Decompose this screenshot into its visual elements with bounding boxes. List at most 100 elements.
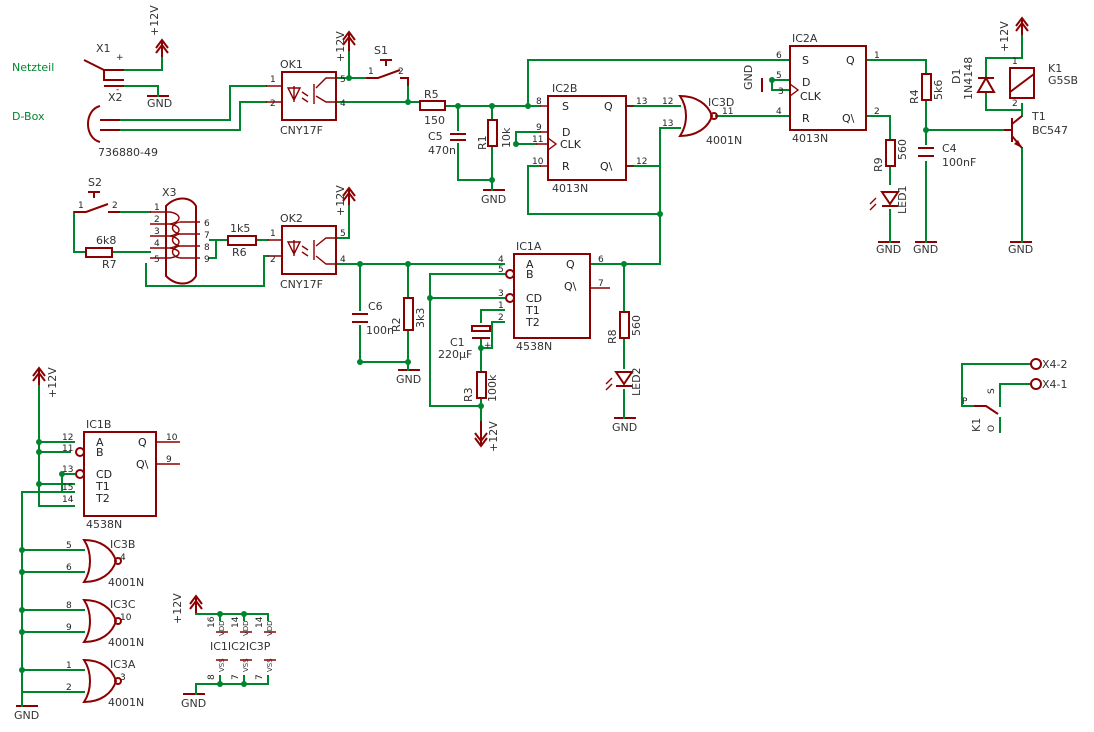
capacitor-c5: C5 470n [428,130,466,157]
svg-text:R8: R8 [606,329,619,344]
svg-text:4001N: 4001N [108,576,144,589]
power-pins-block: 16 14 14 VDD VDD VDD IC1IC2IC3P 8 7 7 VS… [207,616,276,680]
svg-text:IC3C: IC3C [110,598,136,611]
svg-text:2: 2 [270,99,276,109]
svg-text:5k6: 5k6 [932,80,945,100]
svg-text:K1: K1 [970,418,983,432]
svg-text:100n: 100n [366,324,394,337]
led-led1: LED1 [869,185,909,214]
connector-x1: X1 + - [83,42,124,95]
optocoupler-ok2: OK2 CNY17F 1 2 5 4 [268,212,346,291]
resistor-r9: R9 560 [872,139,909,172]
svg-text:K1: K1 [1048,62,1062,75]
svg-text:3: 3 [778,87,784,97]
svg-text:4001N: 4001N [108,696,144,709]
svg-text:T1: T1 [95,480,110,493]
resistor-r3: R3 100k [462,371,499,402]
svg-text:S: S [562,100,569,113]
vcc-arrow-k1: +12V [998,16,1029,52]
svg-text:Q\: Q\ [600,160,613,173]
vcc-label: +12V [334,31,347,62]
vcc-arrow-left: +12V [32,366,59,398]
svg-text:X3: X3 [162,186,177,199]
nor-gate-ic3b: IC3B 4001N 5 6 4 [66,538,144,589]
svg-text:5: 5 [154,255,160,265]
flipflop-ic2b: IC2B 4013N S D CLK R Q Q\ 8 9 11 10 13 1… [532,82,647,195]
svg-text:2: 2 [398,67,404,77]
relay-contact-k1: X4-2 X4-1 P S O K1 [962,358,1068,432]
vcc-arrow-x1: +12V [148,5,169,58]
svg-text:4: 4 [120,553,126,563]
svg-text:6k8: 6k8 [96,234,116,247]
svg-text:R: R [562,160,570,173]
svg-text:R2: R2 [390,317,403,332]
svg-text:2: 2 [270,255,276,265]
svg-text:2: 2 [874,107,880,117]
svg-text:A: A [526,258,534,271]
vcc-label: +12V [171,593,184,624]
svg-text:VDD: VDD [218,620,226,636]
svg-text:736880-49: 736880-49 [98,146,158,159]
svg-text:7: 7 [598,279,604,289]
svg-text:B: B [526,268,534,281]
switch-s1: S1 1 2 [366,44,409,86]
vcc-label: +12V [998,21,1011,52]
svg-text:B: B [96,446,104,459]
nor-gate-ic3a: IC3A 4001N 1 2 3 [66,658,144,709]
svg-text:1: 1 [78,201,84,211]
vcc-arrow-r3: +12V [474,420,500,452]
netzteil-label: Netzteil [12,61,54,74]
svg-text:CNY17F: CNY17F [280,278,323,291]
monostable-ic1a: IC1A 4538N A B CD T1 T2 Q Q\ 4 5 3 1 2 6… [498,240,610,353]
svg-text:A: A [96,436,104,449]
svg-text:R1: R1 [476,135,489,150]
svg-text:1: 1 [874,51,880,61]
svg-text:C5: C5 [428,130,443,143]
svg-text:S2: S2 [88,176,102,189]
switch-s2: S2 1 2 [74,176,120,213]
svg-text:GND: GND [14,709,39,722]
svg-text:13: 13 [662,119,673,129]
svg-text:T1: T1 [525,304,540,317]
svg-text:8: 8 [66,601,72,611]
svg-text:S: S [987,388,997,394]
svg-text:GND: GND [147,97,172,110]
svg-text:3: 3 [498,289,504,299]
svg-text:GND: GND [181,697,206,710]
svg-text:1: 1 [1012,57,1018,67]
svg-text:7: 7 [255,674,265,680]
svg-text:R6: R6 [232,246,247,259]
svg-text:R5: R5 [424,88,439,101]
vcc-arrow-ok1: +12V [334,30,356,62]
monostable-ic1b: IC1B 4538N A B CD T1 T2 Q Q\ 12 11 13 15… [62,418,180,531]
svg-text:D: D [802,76,810,89]
svg-text:C1: C1 [450,336,465,349]
svg-text:CLK: CLK [560,138,582,151]
svg-text:IC2B: IC2B [552,82,577,95]
svg-text:D1: D1 [950,69,963,84]
svg-text:2: 2 [154,215,160,225]
svg-text:14: 14 [62,495,74,505]
capacitor-c4: C4 100nF [918,142,976,169]
nor-gate-ic3c: IC3C 4001N 8 9 10 [66,598,144,649]
vcc-arrow-power: +12V [171,593,203,624]
svg-text:X2: X2 [108,91,123,104]
svg-text:9: 9 [536,123,542,133]
resistor-r1: R1 10k [476,119,513,150]
vcc-label: +12V [487,421,500,452]
svg-text:T1: T1 [1031,110,1046,123]
svg-text:LED1: LED1 [896,185,909,214]
svg-text:R: R [802,112,810,125]
svg-text:GND: GND [876,243,901,256]
svg-text:IC1IC2IC3P: IC1IC2IC3P [210,640,271,653]
junctions [19,75,929,687]
svg-text:IC3A: IC3A [110,658,136,671]
svg-text:CD: CD [96,468,112,481]
svg-text:5: 5 [498,265,504,275]
svg-text:G5SB: G5SB [1048,74,1078,87]
svg-text:7: 7 [231,674,241,680]
wires [21,35,1031,707]
svg-text:10: 10 [120,613,132,623]
vcc-label: +12V [148,5,161,36]
svg-text:2: 2 [498,313,504,323]
